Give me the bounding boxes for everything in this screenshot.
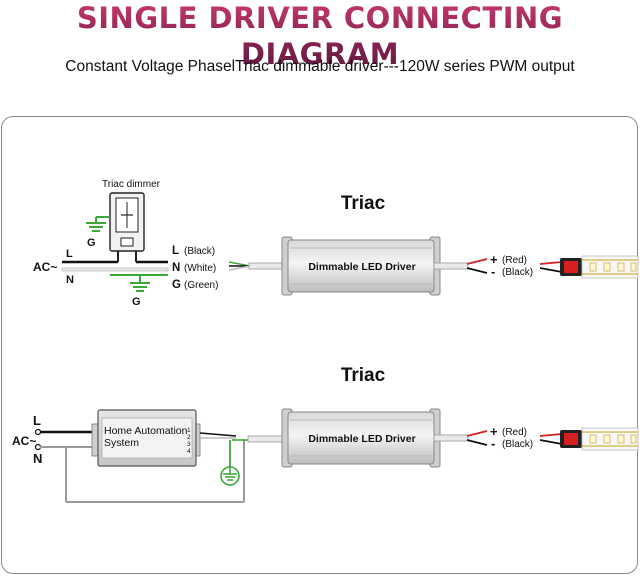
out-g-label: G — [172, 279, 181, 291]
ground-label-top: G — [87, 237, 96, 249]
minus-label-2: - — [491, 436, 495, 451]
driver-input-wires — [228, 261, 290, 271]
led-strip-2 — [560, 427, 639, 451]
ground-icon — [110, 274, 168, 292]
page-title: SINGLE DRIVER CONNECTING DIAGRAM — [0, 0, 640, 72]
home-automation-system — [91, 409, 201, 467]
out-g-color: (Green) — [184, 280, 218, 291]
plus-color-1: (Red) — [502, 255, 527, 266]
diagram-2: Triac L AC~ N Home Automation System 1 2… — [12, 365, 639, 503]
led-driver-2 — [281, 408, 441, 468]
pin-label: 4 — [187, 448, 191, 455]
page-subtitle: Constant Voltage PhaselTriac dimmable dr… — [65, 58, 575, 75]
out-n-label: N — [172, 262, 180, 274]
pin-label: 2 — [187, 434, 191, 441]
neutral-wire — [61, 267, 169, 272]
triac-dimmer-label: Triac dimmer — [102, 179, 161, 190]
triac-dimmer — [109, 192, 145, 252]
plus-color-2: (Red) — [502, 427, 527, 438]
ground-icon — [220, 466, 240, 486]
out-l-label: L — [172, 245, 179, 257]
out-n-color: (White) — [184, 263, 216, 274]
plus-label-2: + — [490, 424, 498, 439]
automation-label-line2: System — [104, 437, 139, 449]
minus-color-2: (Black) — [502, 439, 533, 450]
pin-label: 1 — [187, 427, 191, 434]
n-label-1: N — [66, 274, 74, 286]
l-label-2: L — [33, 413, 41, 428]
diagram-1: Triac Triac dimmer G AC~ L N — [33, 179, 639, 308]
automation-pins: 1 2 3 4 — [187, 427, 191, 455]
diagram-panel — [1, 116, 638, 574]
driver-1-label: Dimmable LED Driver — [308, 261, 415, 273]
l-label-1: L — [66, 248, 73, 260]
pin-label: 3 — [187, 441, 191, 448]
diagram-2-heading: Triac — [341, 365, 386, 386]
plus-label-1: + — [490, 252, 498, 267]
minus-label-1: - — [491, 264, 495, 279]
ground-label-bottom: G — [132, 296, 141, 308]
driver-2-label: Dimmable LED Driver — [308, 433, 415, 445]
ground-icon — [86, 216, 110, 232]
out-l-color: (Black) — [184, 246, 215, 257]
n-label-2: N — [33, 451, 42, 466]
led-strip-1 — [560, 255, 639, 279]
ac-label-1: AC~ — [33, 260, 57, 274]
minus-color-1: (Black) — [502, 267, 533, 278]
ac-label-2: AC~ — [12, 434, 36, 448]
automation-label-line1: Home Automation — [104, 425, 188, 437]
diagram-1-heading: Triac — [341, 193, 386, 214]
